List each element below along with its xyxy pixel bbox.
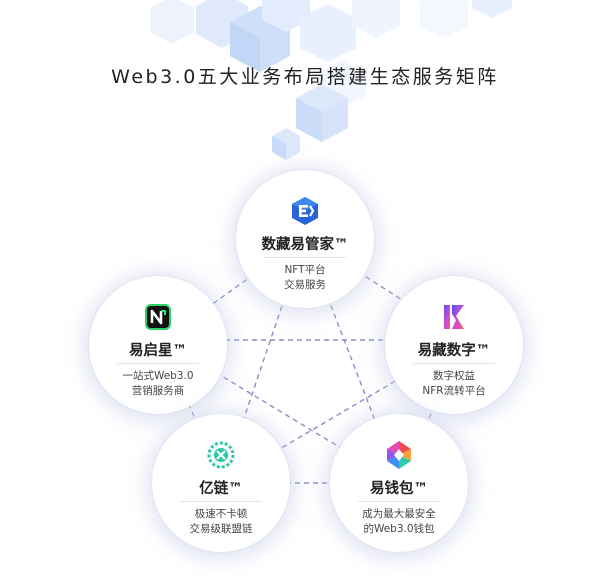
node-name: 易启星™	[129, 343, 187, 359]
desc-line: 营销服务商	[131, 385, 185, 397]
desc-line: 成为最大最安全	[362, 508, 436, 520]
yicang-logo-icon	[444, 305, 464, 329]
divider	[264, 257, 346, 258]
divider	[413, 363, 495, 364]
node-name: 数藏易管家™	[261, 237, 349, 253]
yiqianbao-logo-icon	[387, 441, 411, 469]
desc-line: 的Web3.0钱包	[363, 523, 435, 535]
desc-line: 交易级联盟链	[189, 523, 253, 535]
node-shucang-yiguanjia: 数藏易管家™ NFT平台 交易服务	[236, 170, 374, 308]
desc-line: 交易服务	[284, 279, 326, 291]
yiqixing-logo-icon	[145, 304, 171, 330]
yilian-logo-icon	[207, 441, 235, 469]
divider	[117, 363, 199, 364]
desc-line: NFT平台	[284, 264, 326, 276]
node-yilian: 亿链™ 极速不卡顿 交易级联盟链	[152, 414, 290, 552]
node-yiqianbao: 易钱包™ 成为最大最安全 的Web3.0钱包	[330, 414, 468, 552]
node-description: 一站式Web3.0 营销服务商	[89, 369, 227, 399]
yi-guanjia-logo-icon	[292, 197, 318, 225]
desc-line: NFR流转平台	[422, 385, 486, 397]
divider	[180, 501, 262, 502]
desc-line: 极速不卡顿	[194, 508, 248, 520]
node-description: 成为最大最安全 的Web3.0钱包	[330, 507, 468, 537]
divider	[358, 501, 440, 502]
node-name: 易钱包™	[370, 481, 428, 497]
hexagon-cubes-decoration	[150, 0, 512, 160]
node-yiqixing: 易启星™ 一站式Web3.0 营销服务商	[89, 276, 227, 414]
node-description: 极速不卡顿 交易级联盟链	[152, 507, 290, 537]
node-description: NFT平台 交易服务	[236, 263, 374, 293]
node-description: 数字权益 NFR流转平台	[385, 369, 523, 399]
page-title: Web3.0五大业务布局搭建生态服务矩阵	[111, 66, 499, 88]
desc-line: 一站式Web3.0	[122, 370, 194, 382]
node-name: 亿链™	[199, 481, 243, 497]
node-yicang-shuzi: 易藏数字™ 数字权益 NFR流转平台	[385, 276, 523, 414]
node-name: 易藏数字™	[417, 343, 491, 359]
desc-line: 数字权益	[433, 370, 475, 382]
